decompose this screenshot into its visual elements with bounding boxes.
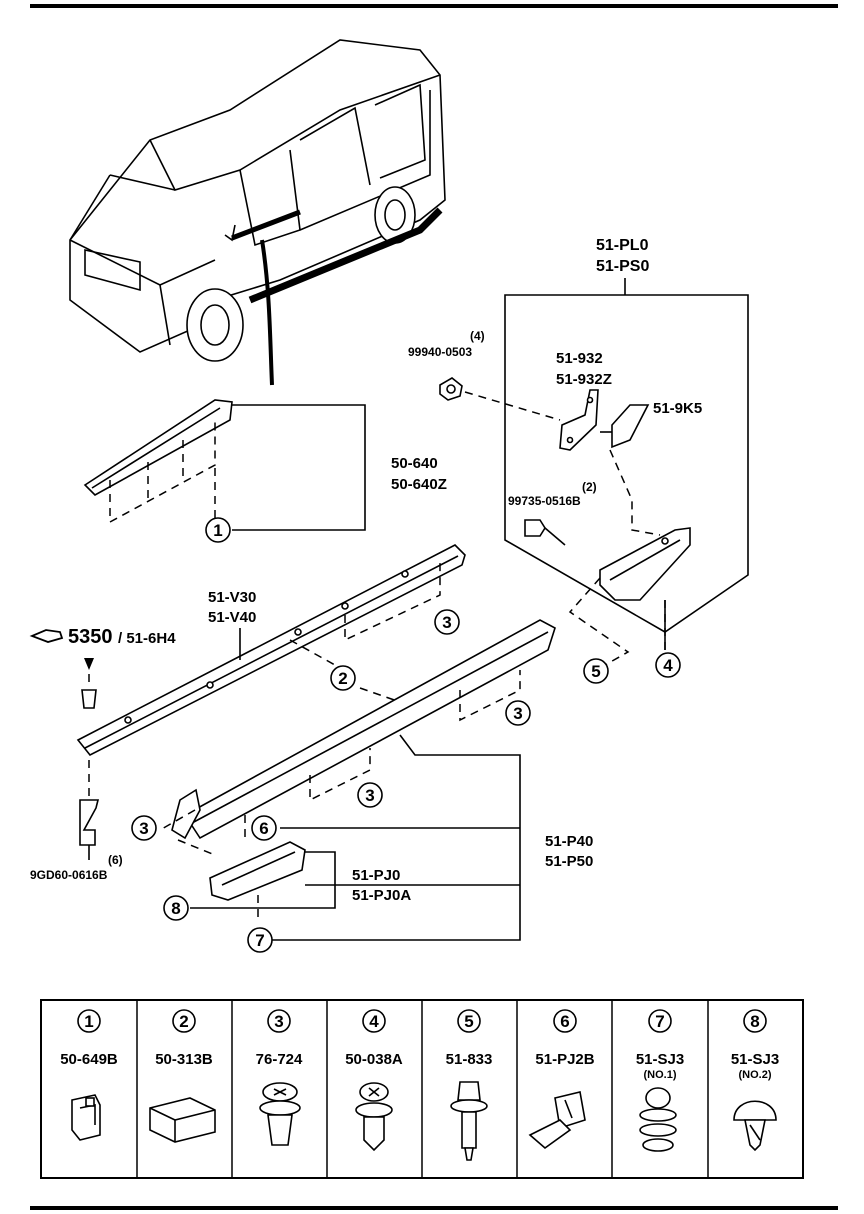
svg-text:51-SJ3: 51-SJ3 [731, 1051, 779, 1068]
callout-3-c: 3 [357, 782, 383, 808]
code-51-pl0: 51-PL0 [596, 237, 649, 254]
legend-cell-2: 2 50-313B [149, 1009, 216, 1143]
screw-code: 99735-0516B [508, 494, 581, 508]
code-51-v40: 51-V40 [208, 609, 256, 626]
svg-text:6: 6 [560, 1012, 569, 1031]
push-rivet-50-038a-icon [355, 1082, 393, 1152]
code-51-pj0a: 51-PJ0A [352, 887, 411, 904]
svg-text:51-PJ2B: 51-PJ2B [535, 1051, 594, 1068]
svg-text:7: 7 [655, 1012, 664, 1031]
code-50-640z: 50-640Z [391, 476, 447, 493]
legend-sub: (NO.1) [644, 1069, 677, 1081]
svg-text:8: 8 [171, 899, 180, 918]
svg-text:5: 5 [591, 662, 600, 681]
svg-text:3: 3 [274, 1012, 283, 1031]
code-51-pj0: 51-PJ0 [352, 867, 400, 884]
callout-3-d: 3 [131, 815, 157, 841]
svg-text:(NO.2): (NO.2) [739, 1069, 772, 1081]
legend-code: 50-649B [60, 1051, 118, 1068]
callout-5: 5 [583, 658, 609, 684]
clip-51-sj3-no1-icon [639, 1087, 677, 1152]
legend-table: 1 50-649B 2 50-313B 3 76-724 [40, 999, 804, 1179]
callout-3-a: 3 [434, 609, 460, 635]
svg-text:51-SJ3: 51-SJ3 [636, 1051, 684, 1068]
reference-note: 5350 / 51-6H4 [29, 626, 176, 648]
clip-50-313b-icon [149, 1097, 216, 1143]
callout-3-b: 3 [505, 700, 531, 726]
legend-cell-4: 4 50-038A [345, 1009, 403, 1152]
legend-cell-1: 1 50-649B [60, 1009, 118, 1141]
rocker-panel [159, 619, 556, 941]
clip-51-pj2b-icon [528, 1091, 586, 1150]
callout-8: 8 [163, 895, 189, 921]
bolt-qty: (6) [108, 853, 123, 867]
code-51-v30: 51-V30 [208, 589, 256, 606]
nut-code: 99940-0503 [408, 345, 472, 359]
svg-text:2: 2 [179, 1012, 188, 1031]
svg-text:6: 6 [259, 819, 268, 838]
pointing-hand-icon [29, 629, 64, 643]
van-illustration [69, 39, 446, 386]
bolt-code: 9GD60-0616B [30, 868, 108, 882]
code-51-p40: 51-P40 [545, 833, 593, 850]
svg-text:50-313B: 50-313B [155, 1051, 213, 1068]
legend-cell-3: 3 76-724 [256, 1009, 303, 1146]
code-51-ps0: 51-PS0 [596, 258, 649, 275]
callout-6: 6 [251, 815, 277, 841]
callout-2: 2 [330, 665, 356, 691]
legend-cell-7: 7 51-SJ3 (NO.1) [636, 1009, 684, 1152]
svg-text:50-038A: 50-038A [345, 1051, 403, 1068]
rear-molding [83, 399, 366, 531]
ref-page: 5350 [68, 626, 113, 648]
svg-text:5: 5 [464, 1012, 473, 1031]
svg-text:3: 3 [442, 613, 451, 632]
code-50-640: 50-640 [391, 455, 438, 472]
svg-text:1: 1 [84, 1012, 93, 1031]
code-51-932z: 51-932Z [556, 371, 612, 388]
mudflap-box [439, 278, 749, 669]
callout-7: 7 [247, 927, 273, 953]
code-51-p50: 51-P50 [545, 853, 593, 870]
clip-51-sj3-no2-icon [733, 1100, 777, 1152]
upper-rail [76, 544, 466, 860]
callout-1: 1 [205, 517, 231, 543]
svg-text:3: 3 [513, 704, 522, 723]
svg-text:7: 7 [255, 931, 264, 950]
push-rivet-76-724-icon [259, 1082, 301, 1146]
callout-4: 4 [655, 652, 681, 678]
svg-text:76-724: 76-724 [256, 1051, 303, 1068]
screw-qty: (2) [582, 480, 597, 494]
svg-text:4: 4 [369, 1012, 379, 1031]
svg-text:1: 1 [213, 521, 222, 540]
svg-text:51-833: 51-833 [446, 1051, 493, 1068]
code-51-932: 51-932 [556, 350, 603, 367]
clip-51-833-icon [450, 1081, 488, 1161]
legend-cell-8: 8 51-SJ3 (NO.2) [731, 1009, 779, 1152]
ref-suffix: / 51-6H4 [118, 630, 176, 647]
clip-50-649b-icon [71, 1094, 101, 1141]
svg-text:8: 8 [750, 1012, 759, 1031]
nut-qty: (4) [470, 329, 485, 343]
svg-text:4: 4 [663, 656, 673, 675]
svg-text:3: 3 [365, 786, 374, 805]
code-51-9k5: 51-9K5 [653, 400, 702, 417]
svg-text:2: 2 [338, 669, 347, 688]
legend-cell-6: 6 51-PJ2B [528, 1009, 595, 1150]
svg-text:3: 3 [139, 819, 148, 838]
legend-cell-5: 5 51-833 [446, 1009, 493, 1161]
